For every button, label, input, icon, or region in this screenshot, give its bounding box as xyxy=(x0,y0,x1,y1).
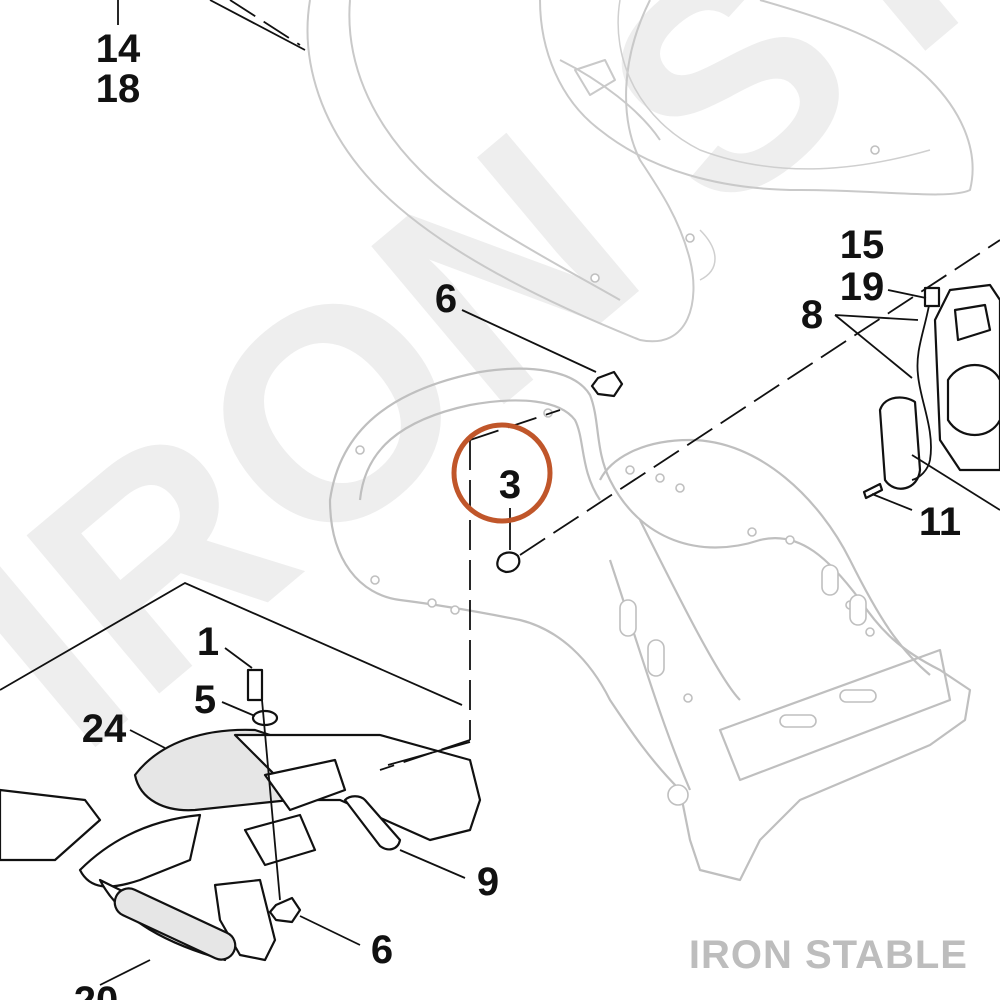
callout-15: 15 xyxy=(840,223,885,267)
frame-hardware xyxy=(496,370,624,574)
callout-24: 24 xyxy=(82,707,127,751)
callout-3: 3 xyxy=(499,463,521,507)
license-bracket-assembly xyxy=(0,668,482,962)
callout-9: 9 xyxy=(477,860,499,904)
light-assembly xyxy=(862,283,1000,500)
highlight-circle xyxy=(451,422,553,524)
callout-14: 14 xyxy=(96,27,141,71)
fender-support-frame xyxy=(328,367,972,882)
callout-partial-bottom: 20 xyxy=(74,979,119,1000)
callout-1: 1 xyxy=(197,620,219,664)
rear-fender-ghost xyxy=(306,0,974,343)
watermark-text: IRON STABLE xyxy=(0,0,1000,809)
callout-18: 18 xyxy=(96,67,141,111)
callout-5: 5 xyxy=(194,678,216,722)
callout-8: 8 xyxy=(801,293,823,337)
corner-watermark: IRON STABLE xyxy=(689,933,968,977)
callout-19: 19 xyxy=(840,265,885,309)
callout-11: 11 xyxy=(919,500,961,544)
callout-6-bottom: 6 xyxy=(371,928,393,972)
callout-6-top: 6 xyxy=(435,277,457,321)
